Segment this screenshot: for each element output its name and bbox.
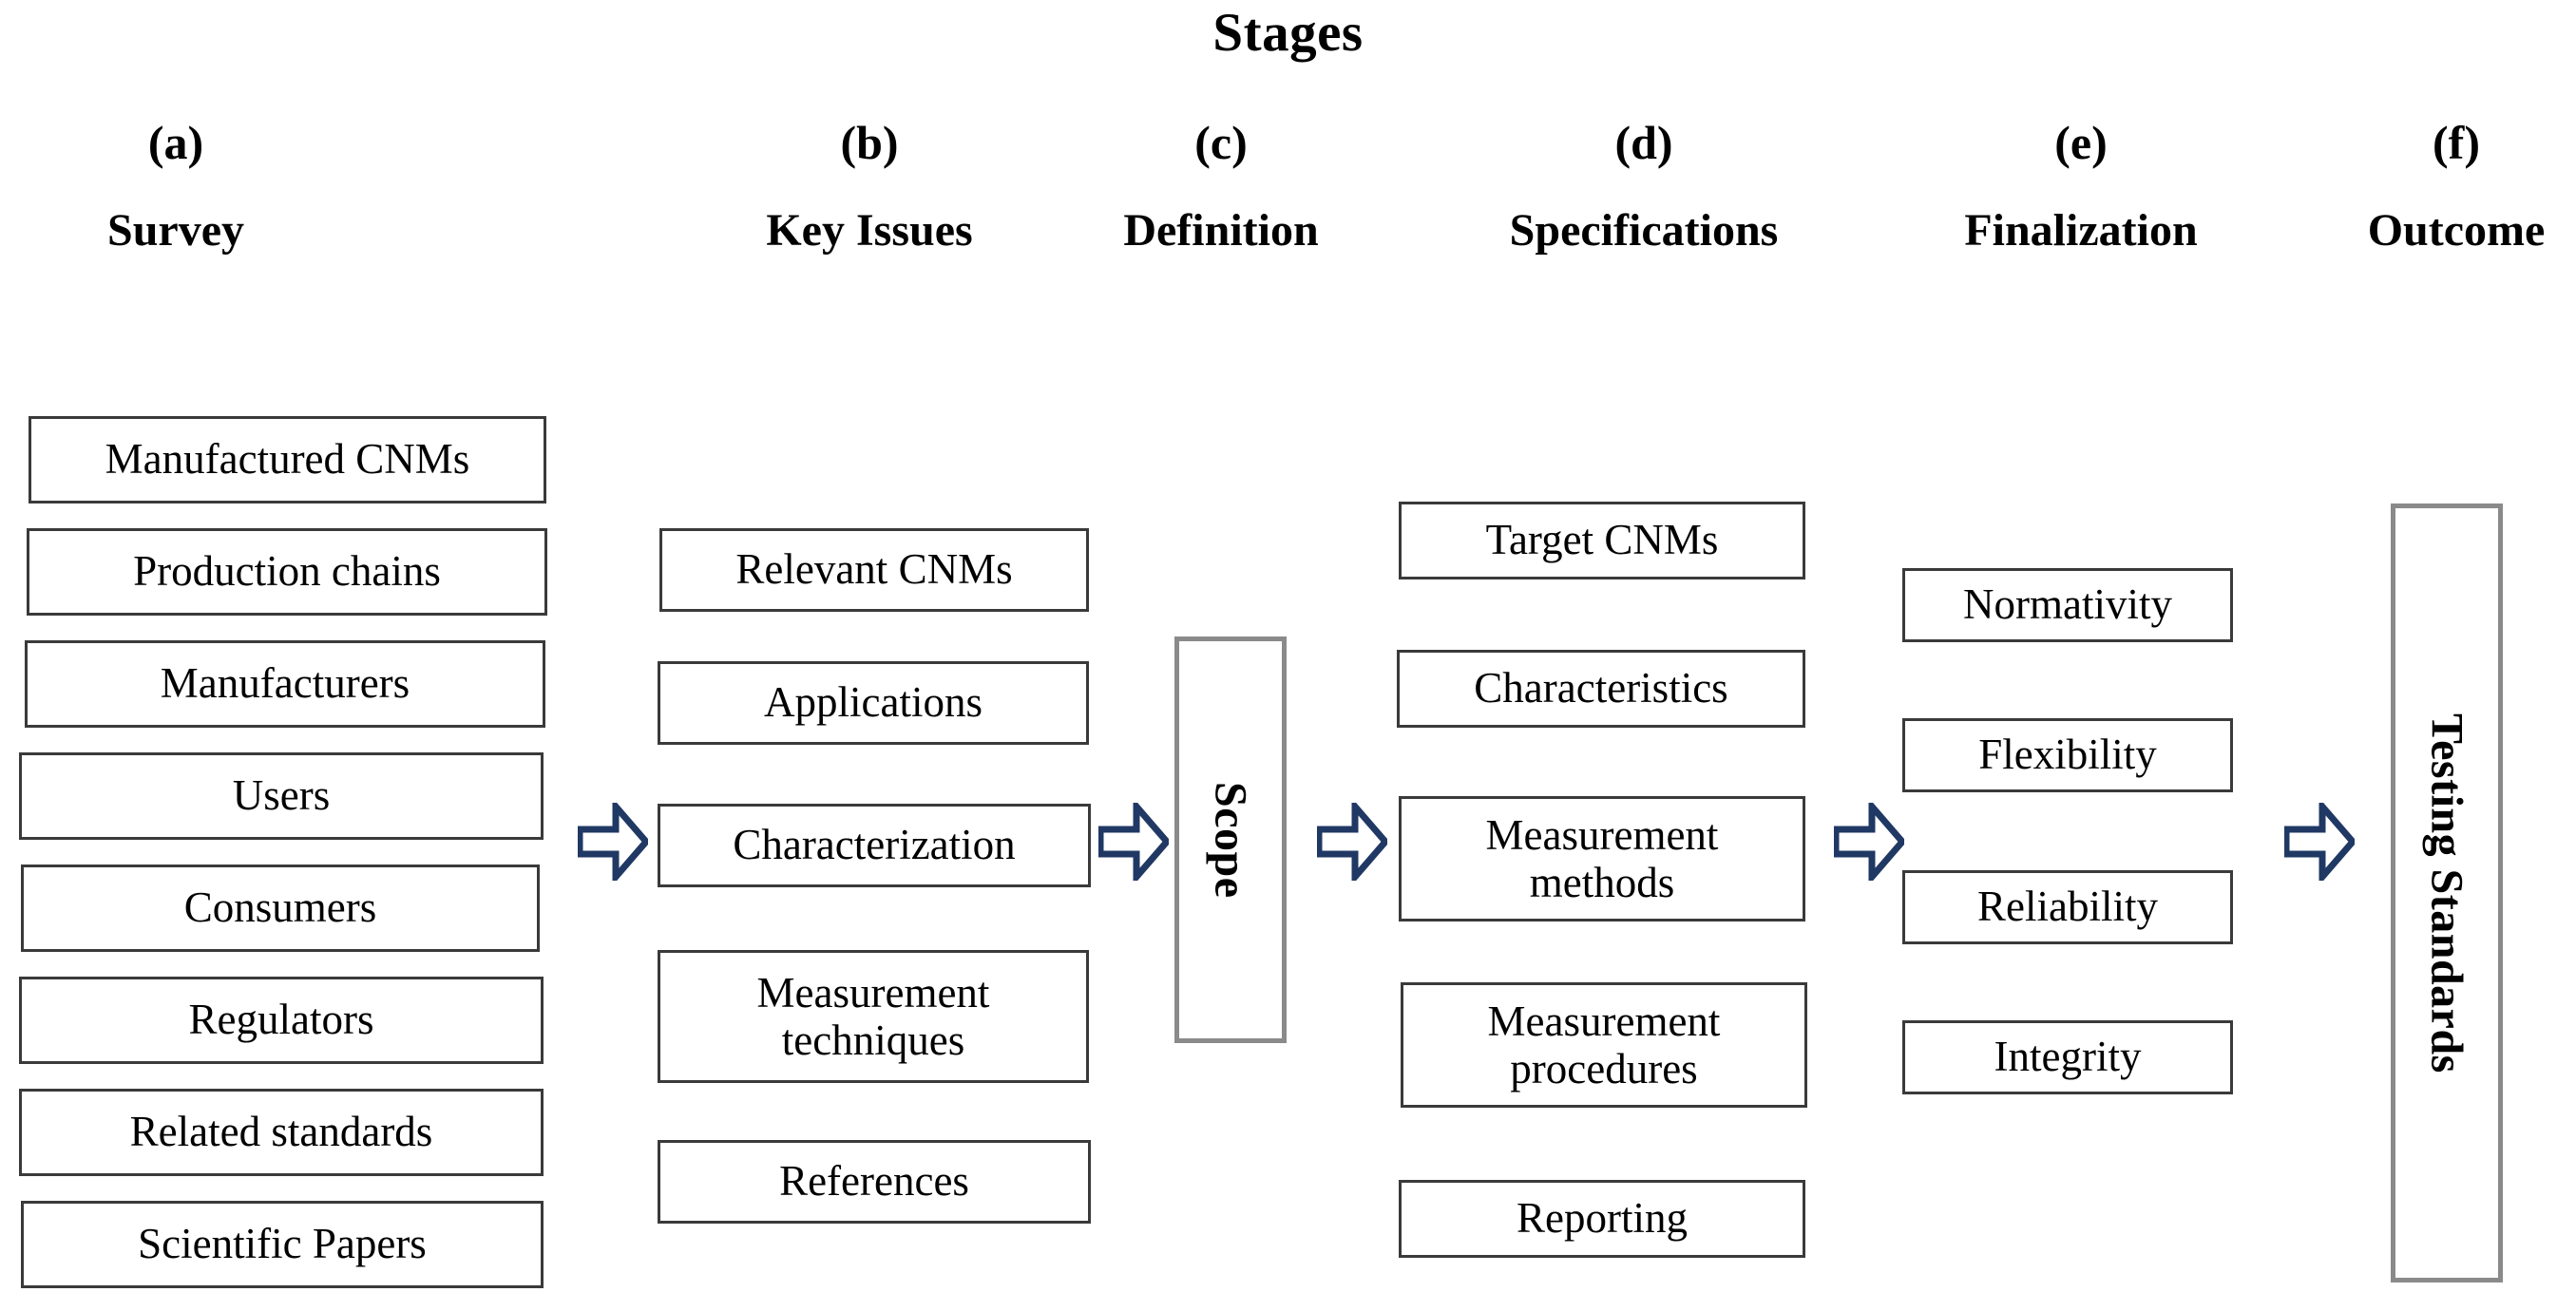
arrow-finalization-to-outcome [2284, 803, 2355, 881]
page-title: Stages [1212, 3, 1364, 63]
box-survey-2[interactable]: Production chains [27, 528, 547, 616]
column-letter-a: (a) [147, 116, 204, 169]
box-testing-standards-label: Testing Standards [2421, 712, 2472, 1074]
arrow-specifications-to-finalization [1834, 803, 1904, 881]
column-name-d: Specifications [1509, 205, 1779, 256]
column-header-d: (d) Specifications [1492, 119, 1796, 254]
box-key-issues-4[interactable]: Measurement techniques [658, 950, 1089, 1083]
box-scope-label: Scope [1205, 781, 1256, 899]
box-key-issues-4-line2: techniques [781, 1016, 965, 1064]
box-specifications-2[interactable]: Characteristics [1397, 650, 1805, 728]
box-specifications-3-line1: Measurement [1485, 810, 1719, 859]
box-specifications-5[interactable]: Reporting [1399, 1180, 1805, 1258]
box-key-issues-1[interactable]: Relevant CNMs [659, 528, 1089, 612]
column-name-e: Finalization [1964, 205, 2198, 256]
box-testing-standards[interactable]: Testing Standards [2391, 504, 2503, 1282]
column-name-a: Survey [107, 205, 244, 256]
box-key-issues-5[interactable]: References [658, 1140, 1091, 1224]
box-survey-7[interactable]: Related standards [19, 1089, 544, 1176]
box-key-issues-4-line1: Measurement [756, 968, 990, 1016]
column-name-c: Definition [1123, 205, 1319, 256]
column-name-b: Key Issues [766, 205, 973, 256]
box-survey-4[interactable]: Users [19, 752, 544, 840]
box-key-issues-2[interactable]: Applications [658, 661, 1089, 745]
box-survey-1[interactable]: Manufactured CNMs [29, 416, 546, 504]
column-letter-d: (d) [1614, 116, 1673, 169]
box-specifications-3-line2: methods [1529, 859, 1675, 906]
box-finalization-3[interactable]: Reliability [1902, 870, 2233, 944]
box-specifications-4[interactable]: Measurement procedures [1401, 982, 1807, 1108]
arrow-survey-to-key-issues [578, 803, 648, 881]
column-header-f: (f) Outcome [2337, 119, 2575, 254]
column-name-f: Outcome [2367, 205, 2546, 256]
box-survey-6[interactable]: Regulators [19, 977, 544, 1064]
box-survey-5[interactable]: Consumers [21, 864, 540, 952]
box-finalization-1[interactable]: Normativity [1902, 568, 2233, 642]
column-header-e: (e) Finalization [1938, 119, 2223, 254]
column-letter-e: (e) [2054, 116, 2108, 169]
box-key-issues-3[interactable]: Characterization [658, 804, 1091, 887]
box-finalization-4[interactable]: Integrity [1902, 1020, 2233, 1094]
column-letter-f: (f) [2433, 116, 2480, 169]
box-specifications-1[interactable]: Target CNMs [1399, 502, 1805, 580]
box-specifications-3[interactable]: Measurement methods [1399, 796, 1805, 922]
column-header-c: (c) Definition [1102, 119, 1340, 254]
column-letter-b: (b) [840, 116, 899, 169]
column-letter-c: (c) [1194, 116, 1248, 169]
arrow-key-issues-to-definition [1098, 803, 1169, 881]
box-survey-3[interactable]: Manufacturers [25, 640, 545, 728]
box-scope[interactable]: Scope [1174, 636, 1287, 1043]
box-survey-8[interactable]: Scientific Papers [21, 1201, 544, 1288]
arrow-definition-to-specifications [1317, 803, 1387, 881]
box-specifications-4-line1: Measurement [1487, 997, 1721, 1045]
column-header-a: (a) Survey [57, 119, 295, 254]
box-finalization-2[interactable]: Flexibility [1902, 718, 2233, 792]
column-header-b: (b) Key Issues [751, 119, 988, 254]
box-specifications-4-line2: procedures [1510, 1045, 1698, 1092]
